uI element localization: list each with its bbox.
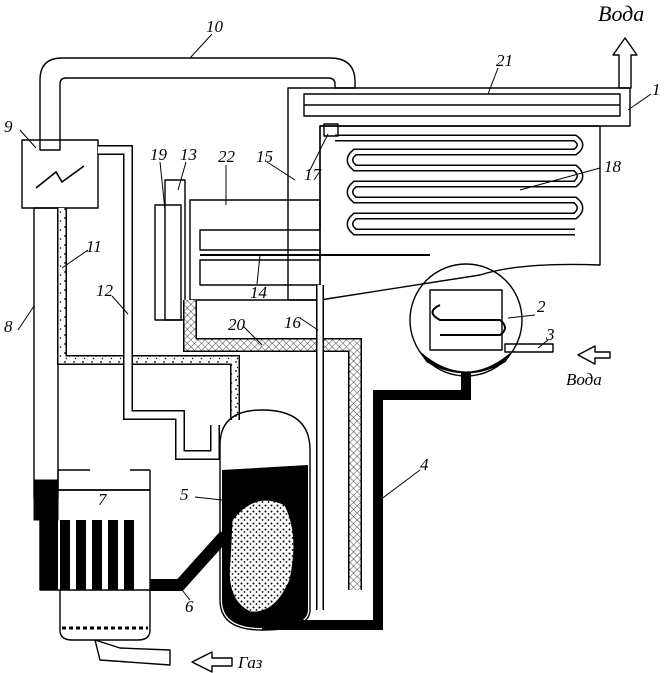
pipe-11-12 bbox=[57, 145, 240, 460]
pipe-4 bbox=[262, 372, 471, 630]
callout-6: 6 bbox=[185, 597, 194, 616]
callout-1: 1 bbox=[652, 80, 661, 99]
callout-17: 17 bbox=[304, 165, 323, 184]
tube-bank bbox=[429, 289, 503, 351]
pipe-10-loop bbox=[39, 57, 356, 151]
callout-14: 14 bbox=[250, 283, 268, 302]
pipe-6 bbox=[150, 530, 230, 591]
condenser-chamber bbox=[319, 123, 601, 301]
top-header-21 bbox=[287, 87, 631, 301]
callout-15: 15 bbox=[256, 147, 273, 166]
callout-2: 2 bbox=[537, 297, 546, 316]
inlet-pipe-3 bbox=[504, 343, 554, 353]
callout-12: 12 bbox=[96, 281, 114, 300]
callout-3: 3 bbox=[545, 325, 555, 344]
callout-4: 4 bbox=[420, 455, 429, 474]
riser-8 bbox=[33, 207, 59, 521]
callout-22: 22 bbox=[218, 147, 236, 166]
callout-9: 9 bbox=[4, 117, 13, 136]
label-gas: Газ bbox=[237, 653, 263, 672]
boiler-tubes bbox=[60, 520, 134, 590]
callout-leaders bbox=[17, 33, 652, 601]
arrow-gas-in bbox=[191, 651, 233, 673]
callout-7: 7 bbox=[98, 490, 108, 509]
generator-5 bbox=[219, 409, 311, 631]
callout-18: 18 bbox=[604, 157, 622, 176]
column-19-13 bbox=[154, 179, 186, 321]
label-water-out: Вода bbox=[598, 1, 644, 26]
callout-13: 13 bbox=[180, 145, 197, 164]
arrow-water-out bbox=[612, 37, 638, 89]
callout-19: 19 bbox=[150, 145, 168, 164]
pipe-20 bbox=[183, 300, 362, 590]
boiler-7 bbox=[39, 469, 171, 666]
valve-17 bbox=[323, 123, 339, 137]
callout-numbers: 10 21 1 9 19 13 22 15 17 18 11 12 8 14 1… bbox=[4, 17, 661, 616]
label-water-in: Вода bbox=[566, 370, 602, 389]
callout-21: 21 bbox=[496, 51, 513, 70]
callout-16: 16 bbox=[284, 313, 302, 332]
drum-2 bbox=[409, 263, 523, 377]
callout-8: 8 bbox=[4, 317, 13, 336]
callout-11: 11 bbox=[86, 237, 102, 256]
callout-20: 20 bbox=[228, 315, 246, 334]
callout-10: 10 bbox=[206, 17, 224, 36]
arrow-water-in bbox=[577, 345, 611, 365]
coil-18 bbox=[335, 134, 584, 236]
callout-5: 5 bbox=[180, 485, 189, 504]
